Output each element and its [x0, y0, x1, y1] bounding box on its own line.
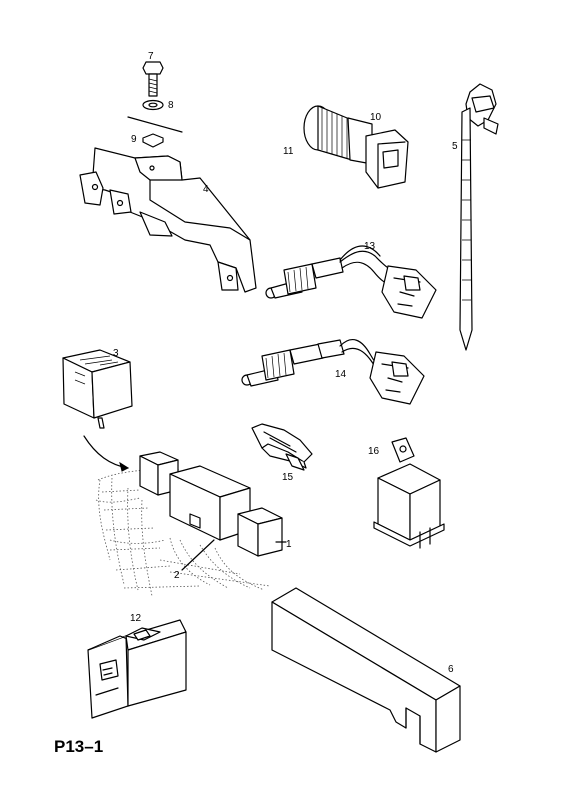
leader-line — [127, 116, 183, 133]
page-reference: P13–1 — [54, 737, 103, 756]
part-1-2-relay-carrier — [95, 451, 287, 597]
callout-6: 6 — [448, 664, 454, 675]
part-4-bracket — [79, 147, 257, 293]
callout-10: 10 — [370, 112, 382, 123]
part-7-bolt — [142, 61, 164, 97]
callout-11: 11 — [283, 146, 294, 157]
callout-13: 13 — [364, 241, 376, 252]
part-9-nut — [142, 133, 164, 148]
part-15-clip — [251, 423, 313, 471]
callout-1: 1 — [286, 539, 292, 550]
part-14-oxygen-sensor — [241, 338, 425, 405]
part-16-relay — [373, 437, 445, 549]
part-8-washer — [142, 99, 164, 111]
callout-3: 3 — [113, 348, 119, 359]
part-10-11-sensor — [303, 105, 409, 189]
callout-14: 14 — [335, 369, 347, 380]
arrow-relay-to-fusebox — [83, 435, 130, 472]
part-12-switch — [87, 619, 187, 719]
callout-5: 5 — [452, 141, 458, 152]
callout-15: 15 — [282, 472, 294, 483]
callout-12: 12 — [130, 613, 142, 624]
part-3-relay — [62, 349, 133, 429]
callout-8: 8 — [168, 100, 174, 111]
callout-4: 4 — [203, 184, 209, 195]
callout-2: 2 — [174, 570, 180, 581]
part-5-cable-tie — [459, 83, 499, 351]
callout-7: 7 — [148, 51, 154, 62]
callout-16: 16 — [368, 446, 380, 457]
part-6-cover — [271, 587, 461, 753]
part-13-oxygen-sensor — [265, 245, 437, 319]
callout-9: 9 — [131, 134, 137, 145]
